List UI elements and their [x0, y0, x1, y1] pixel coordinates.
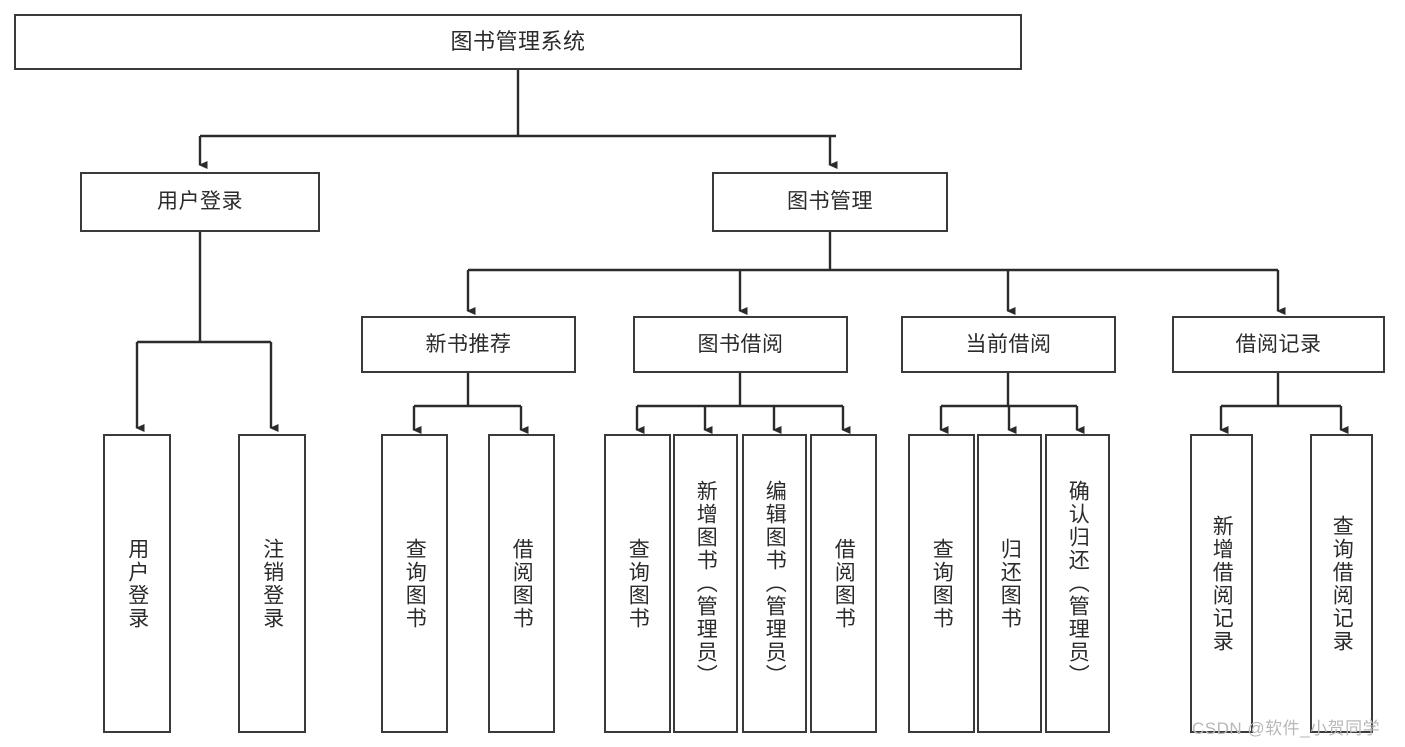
leaf-edit-book-admin[interactable]: 编辑图书（管理员）: [742, 434, 807, 733]
node-label: 图书管理系统: [450, 28, 586, 54]
node-current-borrow[interactable]: 当前借阅: [901, 316, 1116, 373]
leaf-user-login[interactable]: 用户登录: [103, 434, 171, 733]
leaf-query-borrow-record[interactable]: 查询借阅记录: [1310, 434, 1373, 733]
node-label: 查询图书: [403, 537, 427, 630]
node-label: 确认归还（管理员）: [1066, 480, 1090, 687]
leaf-borrow-book-recommend[interactable]: 借阅图书: [488, 434, 555, 733]
leaf-query-book-borrow[interactable]: 查询图书: [604, 434, 671, 733]
node-label: 用户登录: [157, 190, 243, 214]
node-label: 用户登录: [125, 537, 149, 630]
node-label: 新增借阅记录: [1210, 514, 1234, 653]
node-label: 借阅记录: [1235, 332, 1322, 356]
node-label: 借阅图书: [832, 537, 856, 630]
leaf-borrow-book-borrow[interactable]: 借阅图书: [810, 434, 877, 733]
leaf-return-book[interactable]: 归还图书: [977, 434, 1042, 733]
node-label: 借阅图书: [510, 537, 534, 630]
node-root-system[interactable]: 图书管理系统: [14, 14, 1022, 70]
leaf-add-borrow-record[interactable]: 新增借阅记录: [1190, 434, 1253, 733]
leaf-query-book-recommend[interactable]: 查询图书: [381, 434, 448, 733]
node-book-borrow[interactable]: 图书借阅: [633, 316, 848, 373]
node-label: 查询图书: [930, 537, 954, 630]
csdn-watermark: CSDN @软件_小贺同学: [1192, 719, 1381, 738]
node-label: 注销登录: [260, 537, 284, 630]
node-label: 图书借阅: [697, 332, 784, 356]
node-label: 编辑图书（管理员）: [763, 480, 787, 687]
node-label: 新增图书（管理员）: [694, 480, 718, 687]
leaf-add-book-admin[interactable]: 新增图书（管理员）: [673, 434, 738, 733]
leaf-logout-login[interactable]: 注销登录: [238, 434, 306, 733]
leaf-query-book-current[interactable]: 查询图书: [908, 434, 975, 733]
node-borrow-record[interactable]: 借阅记录: [1172, 316, 1385, 373]
node-label: 当前借阅: [965, 332, 1052, 356]
node-new-book-recommend[interactable]: 新书推荐: [361, 316, 576, 373]
node-user-login[interactable]: 用户登录: [80, 172, 320, 232]
node-label: 新书推荐: [425, 332, 512, 356]
leaf-confirm-return-admin[interactable]: 确认归还（管理员）: [1045, 434, 1110, 733]
node-book-management[interactable]: 图书管理: [712, 172, 948, 232]
node-label: 查询借阅记录: [1330, 514, 1354, 653]
node-label: 归还图书: [998, 537, 1022, 630]
node-label: 图书管理: [787, 190, 873, 214]
node-label: 查询图书: [626, 537, 650, 630]
